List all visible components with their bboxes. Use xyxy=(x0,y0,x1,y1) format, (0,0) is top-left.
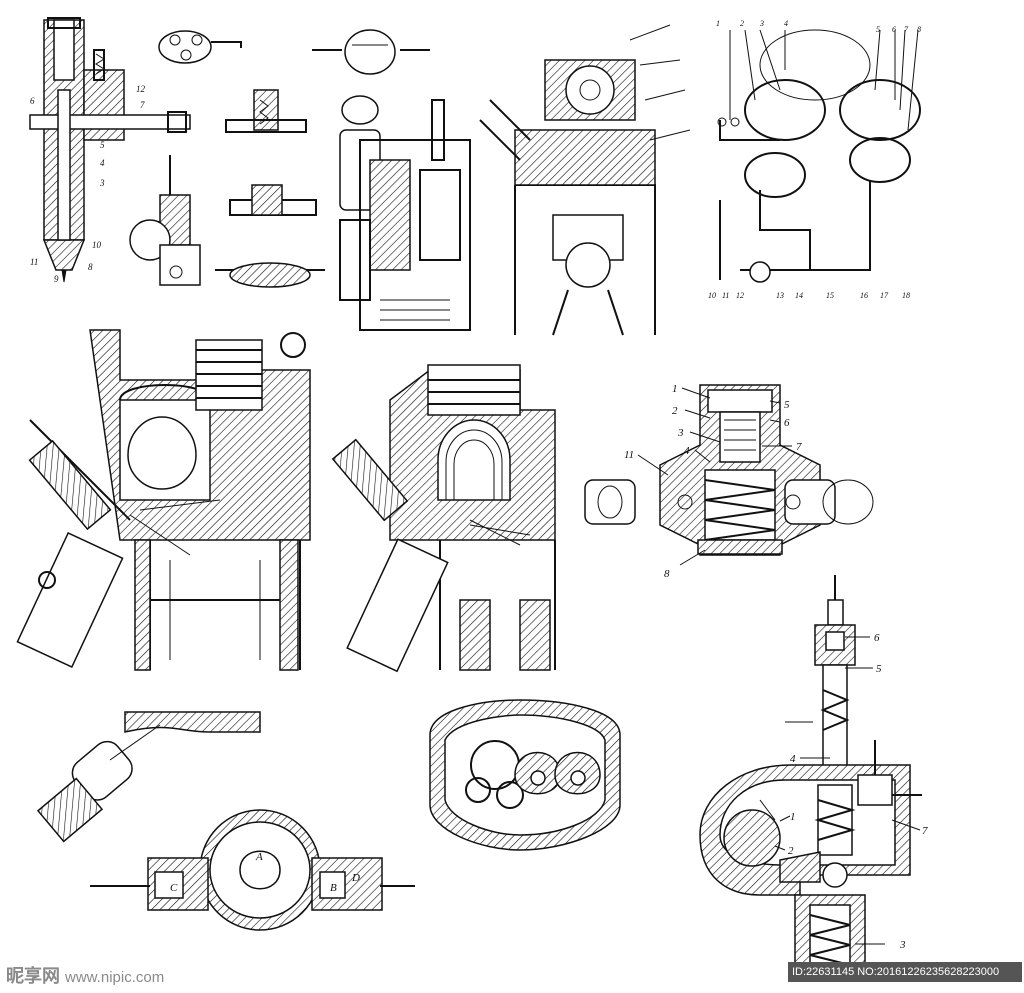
gear-pump-letter: B xyxy=(330,882,337,894)
injector-drawing: 12 7 6 5 4 3 10 11 8 9 xyxy=(29,17,191,284)
circuit-label: 10 xyxy=(708,291,716,300)
injector-label: 8 xyxy=(88,262,93,272)
injector-label: 12 xyxy=(136,84,146,94)
engine-exterior-drawing xyxy=(339,95,471,331)
valve-callout: 6 xyxy=(784,417,790,429)
valve-callout-lines xyxy=(637,387,792,566)
circuit-label: 16 xyxy=(860,291,868,300)
fuel-circuit-drawing: 1 2 3 4 5 6 7 8 10 11 12 13 14 15 16 17 … xyxy=(708,19,921,300)
nipic-watermark: 昵享网 www.nipic.com xyxy=(6,962,164,988)
watermark-url: www.nipic.com xyxy=(65,969,165,986)
valve-callout: 2 xyxy=(672,405,678,417)
small-parts-drawings xyxy=(129,29,430,288)
injector-label: 7 xyxy=(140,100,145,110)
image-id-watermark: ID:22631145 NO:20161226235628223000 xyxy=(788,962,1022,982)
circuit-label: 11 xyxy=(722,291,729,300)
circuit-label: 4 xyxy=(784,19,788,28)
circuit-label: 14 xyxy=(795,291,803,300)
injector-label: 11 xyxy=(30,257,38,267)
circuit-label: 3 xyxy=(759,19,764,28)
gear-pump-labels: A C B D xyxy=(170,851,360,894)
injector-label: 4 xyxy=(100,158,105,168)
valve-callout: 7 xyxy=(796,441,802,453)
nozzle-detail-drawing xyxy=(36,711,261,843)
valve-callout: 8 xyxy=(664,568,670,580)
injector-label: 3 xyxy=(99,178,105,188)
pump-callout: 5 xyxy=(876,663,882,675)
gear-pump-letter: D xyxy=(351,872,360,884)
fuel-pump-drawing: 6 5 4 1 2 7 3 xyxy=(699,575,928,981)
injector-label: 6 xyxy=(30,96,35,106)
valve-callout-labels: 1 2 3 4 5 6 7 11 8 xyxy=(624,383,802,580)
pump-callout: 6 xyxy=(874,632,880,644)
circuit-label: 2 xyxy=(740,19,744,28)
valve-callout: 4 xyxy=(684,445,690,457)
combustion-chamber-2 xyxy=(331,364,556,673)
circuit-label: 1 xyxy=(716,19,720,28)
cylinder-section-drawing xyxy=(479,24,691,336)
watermark-logo: 昵享网 xyxy=(6,966,60,986)
circuit-label: 17 xyxy=(880,291,889,300)
circuit-label: 12 xyxy=(736,291,744,300)
pump-callout: 7 xyxy=(922,825,928,837)
circuit-label: 7 xyxy=(904,25,909,34)
circuit-label: 15 xyxy=(826,291,834,300)
valve-callout: 11 xyxy=(624,449,634,461)
circuit-label: 13 xyxy=(776,291,784,300)
circuit-label: 8 xyxy=(917,25,921,34)
pump-callout: 1 xyxy=(790,811,796,823)
fuel-pump-callout-lines xyxy=(774,636,921,945)
fuel-pump-callout-labels: 6 5 4 1 2 7 3 xyxy=(788,632,928,951)
circuit-bottom-labels: 10 11 12 13 14 15 16 17 18 xyxy=(708,291,910,300)
valve-callout: 5 xyxy=(784,399,790,411)
circuit-top-labels: 1 2 3 4 5 6 7 8 xyxy=(716,19,921,34)
oval-pump-housing xyxy=(429,699,621,851)
circuit-label: 5 xyxy=(876,25,880,34)
valve-callout: 3 xyxy=(677,427,684,439)
pump-callout: 3 xyxy=(899,939,906,951)
gear-pump-letter: A xyxy=(255,851,263,863)
injector-label: 9 xyxy=(54,274,59,284)
valve-spring xyxy=(195,339,263,411)
injector-labels: 12 7 6 5 4 3 10 11 8 9 xyxy=(30,84,146,284)
injector-label: 5 xyxy=(100,140,105,150)
valve-callout: 1 xyxy=(672,383,678,395)
gear-pump-letter: C xyxy=(170,882,178,894)
circuit-label: 18 xyxy=(902,291,910,300)
gear-pump-section: A C B D xyxy=(90,809,415,931)
circuit-label: 6 xyxy=(892,25,896,34)
pump-callout: 4 xyxy=(790,753,796,765)
injector-label: 10 xyxy=(92,240,102,250)
valve-assembly-drawing: 1 2 3 4 5 6 7 11 8 xyxy=(584,383,874,580)
combustion-chamber-1 xyxy=(16,329,311,671)
pump-callout: 2 xyxy=(788,845,794,857)
